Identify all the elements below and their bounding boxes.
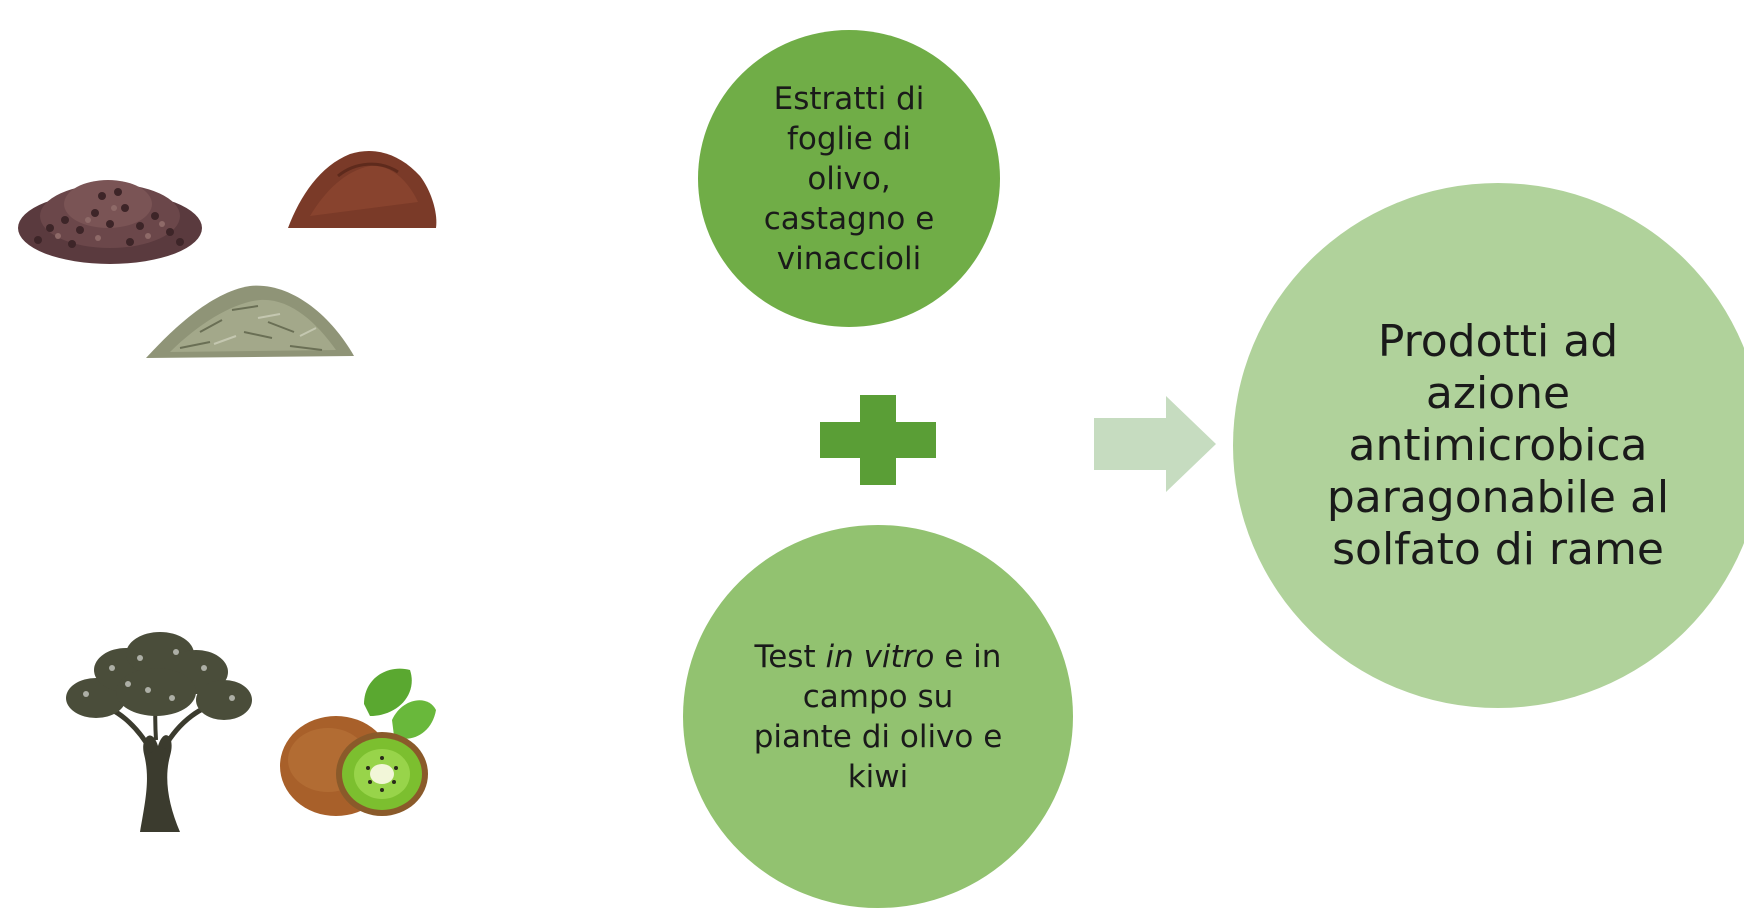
dried-olive-leaves-pile-image bbox=[146, 285, 354, 358]
grape-seeds-pile-image bbox=[18, 180, 202, 264]
extracts-node: Estratti di foglie di olivo, castagno e … bbox=[698, 30, 1000, 327]
result-node: Prodotti ad azione antimicrobica paragon… bbox=[1233, 183, 1744, 708]
olive-tree-image bbox=[66, 632, 252, 832]
tests-node-text: Test in vitro e in campo su piante di ol… bbox=[753, 638, 1003, 795]
right-arrow-icon bbox=[1094, 396, 1216, 492]
plus-icon bbox=[820, 395, 936, 485]
tests-node-italic-text: in vitro bbox=[825, 638, 935, 675]
result-node-text: Prodotti ad azione antimicrobica paragon… bbox=[1326, 315, 1670, 575]
chestnut-powder-pile-image bbox=[288, 150, 437, 228]
extracts-node-text: Estratti di foglie di olivo, castagno e … bbox=[763, 80, 935, 277]
tests-node: Test in vitro e in campo su piante di ol… bbox=[683, 525, 1073, 908]
kiwi-fruit-image bbox=[280, 668, 436, 816]
